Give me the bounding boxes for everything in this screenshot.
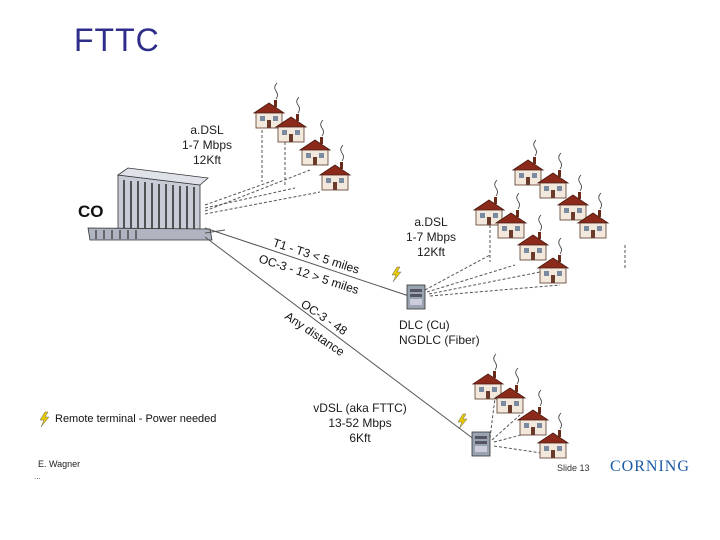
dlc-line1: DLC (Cu) [399, 318, 450, 332]
fiber-link-vdsl [204, 236, 476, 441]
house-cluster-right [473, 139, 609, 284]
corning-logo: CORNING [610, 458, 690, 475]
slide-number: Slide 13 [557, 463, 590, 473]
adsl-top-line1: a.DSL [190, 123, 224, 137]
adsl-top-line2: 1-7 Mbps [181, 138, 233, 152]
power-bolt-icon [457, 413, 468, 430]
adsl-mid-line1: a.DSL [414, 215, 448, 229]
author: E. Wagner [38, 459, 81, 469]
vdsl-line2: 13-52 Mbps [328, 416, 392, 430]
legend-bolt-icon [39, 411, 50, 428]
dlc-line2: NGDLC (Fiber) [399, 333, 480, 347]
co-to-center-link [204, 229, 226, 234]
adsl-mid-line3: 12Kft [416, 245, 446, 259]
vdsl-label: vDSL (aka FTTC) 13-52 Mbps 6Kft [300, 401, 420, 446]
adsl-mid-label: a.DSL 1-7 Mbps 12Kft [396, 215, 466, 260]
power-bolt-icon [391, 266, 402, 283]
vdsl-line3: 6Kft [349, 431, 371, 445]
vdsl-line1: vDSL (aka FTTC) [313, 401, 407, 415]
adsl-top-line3: 12Kft [192, 153, 222, 167]
co-label: CO [78, 202, 104, 221]
central-office-building [87, 167, 213, 241]
dashed-copper-to-top [204, 130, 321, 215]
vdsl-cabinet-icon [471, 431, 491, 457]
fiber-link-dlc [204, 227, 413, 298]
author-date: ... [34, 472, 41, 481]
dlc-label: DLC (Cu) NGDLC (Fiber) [399, 318, 480, 348]
dlc-cabinet-icon [406, 284, 426, 310]
adsl-mid-line2: 1-7 Mbps [405, 230, 457, 244]
legend-text: Remote terminal - Power needed [55, 413, 217, 425]
page-title: FTTC [74, 22, 160, 58]
house-cluster-top [253, 82, 351, 191]
adsl-top-label: a.DSL 1-7 Mbps 12Kft [172, 123, 242, 168]
